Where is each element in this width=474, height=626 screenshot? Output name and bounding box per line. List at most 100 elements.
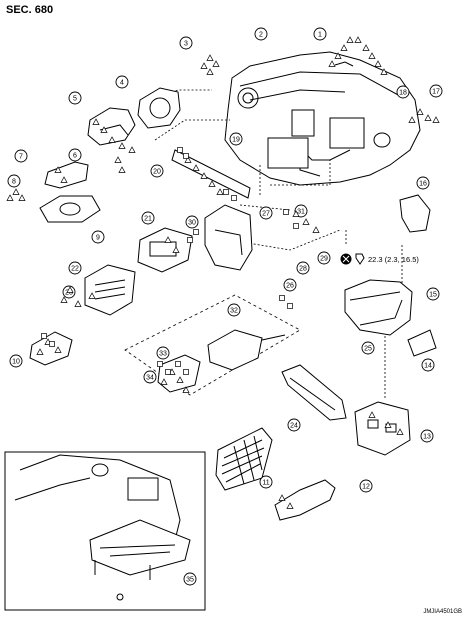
callout-circle: [14, 149, 28, 163]
instrument-panel: [224, 51, 421, 186]
clip-triangle: [216, 188, 224, 195]
callout-circle: [396, 85, 410, 99]
callout-number: 21: [144, 216, 152, 223]
callout-number: 31: [297, 209, 305, 216]
clip-triangle: [334, 52, 342, 59]
clip-triangle: [164, 236, 172, 243]
clip-triangle: [66, 286, 74, 293]
clip-triangle: [200, 62, 208, 69]
clip-triangle: [416, 108, 424, 115]
clip-triangle: [182, 386, 190, 393]
clip-square: [41, 333, 47, 339]
part-20-bracket: [171, 149, 251, 199]
part-22-vent: [84, 264, 136, 316]
callout-circle: [229, 132, 243, 146]
clip-triangle: [206, 54, 214, 61]
clip-triangle: [368, 52, 376, 59]
clip-square: [175, 361, 181, 367]
clip-triangle: [374, 60, 382, 67]
callout-circle: [313, 27, 327, 41]
callout-circle: [416, 176, 430, 190]
clip-square: [223, 189, 229, 195]
clip-square: [157, 361, 163, 367]
callout-circle: [183, 572, 197, 586]
clip-triangle: [36, 348, 44, 355]
clip-triangle: [384, 421, 392, 428]
torque-spec-label: 22.3 (2.3, 16.5): [368, 255, 419, 264]
callout-circle: [287, 418, 301, 432]
callout-33: 33: [156, 346, 170, 360]
callout-number: 16: [419, 181, 427, 188]
part-30-bracket: [204, 204, 253, 271]
clip-triangle: [54, 346, 62, 353]
callout-circle: [359, 479, 373, 493]
clip-square: [293, 223, 299, 229]
clip-triangle: [54, 166, 62, 173]
part-21-switch-unit: [137, 227, 193, 273]
clip-triangle: [346, 36, 354, 43]
callout-number: 35: [186, 577, 194, 584]
callout-number: 20: [153, 169, 161, 176]
callout-number: 4: [120, 80, 124, 87]
clip-triangle: [108, 136, 116, 143]
clip-triangle: [278, 494, 286, 501]
clip-triangle: [176, 376, 184, 383]
part-12-panel: [274, 479, 336, 521]
clip-triangle: [354, 36, 362, 43]
callout-6: 6: [68, 148, 82, 162]
clip-triangle: [408, 116, 416, 123]
callout-17: 17: [429, 84, 443, 98]
clip-triangle: [92, 118, 100, 125]
clip-square: [193, 229, 199, 235]
clip-triangle: [60, 296, 68, 303]
callout-circle: [7, 174, 21, 188]
clip-triangle: [172, 246, 180, 253]
callout-12: 12: [359, 479, 373, 493]
steering-column-cover: [39, 161, 101, 223]
callout-8: 8: [7, 174, 21, 188]
callout-number: 17: [432, 89, 440, 96]
callout-34: 34: [143, 370, 157, 384]
drawing-code: JMJIA4501GB: [423, 609, 462, 615]
clip-square: [279, 295, 285, 301]
callout-circle: [150, 164, 164, 178]
clip-triangle: [380, 68, 388, 75]
callout-5: 5: [68, 91, 82, 105]
clip-layer: [6, 36, 440, 509]
callout-circle: [91, 230, 105, 244]
callout-22: 22: [68, 261, 82, 275]
callout-number: 7: [19, 154, 23, 161]
callout-11: 11: [259, 475, 273, 489]
clip-triangle: [74, 300, 82, 307]
callout-number: 33: [159, 351, 167, 358]
callout-circle: [361, 341, 375, 355]
callout-number: 29: [320, 256, 328, 263]
callout-number: 18: [399, 90, 407, 97]
callout-number: 14: [424, 363, 432, 370]
clip-square: [283, 209, 289, 215]
clip-triangle: [292, 210, 300, 217]
callout-30: 30: [185, 215, 199, 229]
callout-24: 24: [287, 418, 301, 432]
callout-circle: [68, 91, 82, 105]
clip-triangle: [6, 194, 14, 201]
callout-circle: [9, 354, 23, 368]
callout-circle: [68, 148, 82, 162]
callout-number: 28: [299, 266, 307, 273]
callout-number: 23: [65, 290, 73, 297]
callout-16: 16: [416, 176, 430, 190]
clip-triangle: [206, 68, 214, 75]
callout-circle: [420, 429, 434, 443]
callout-1: 1: [313, 27, 327, 41]
callout-circle: [296, 261, 310, 275]
callout-circle: [421, 358, 435, 372]
clip-triangle: [340, 44, 348, 51]
callout-28: 28: [296, 261, 310, 275]
callout-circle: [143, 370, 157, 384]
section-title: SEC. 680: [6, 4, 54, 16]
clip-triangle: [424, 114, 432, 121]
clip-triangle: [118, 166, 126, 173]
callout-number: 34: [146, 375, 154, 382]
callout-10: 10: [9, 354, 23, 368]
